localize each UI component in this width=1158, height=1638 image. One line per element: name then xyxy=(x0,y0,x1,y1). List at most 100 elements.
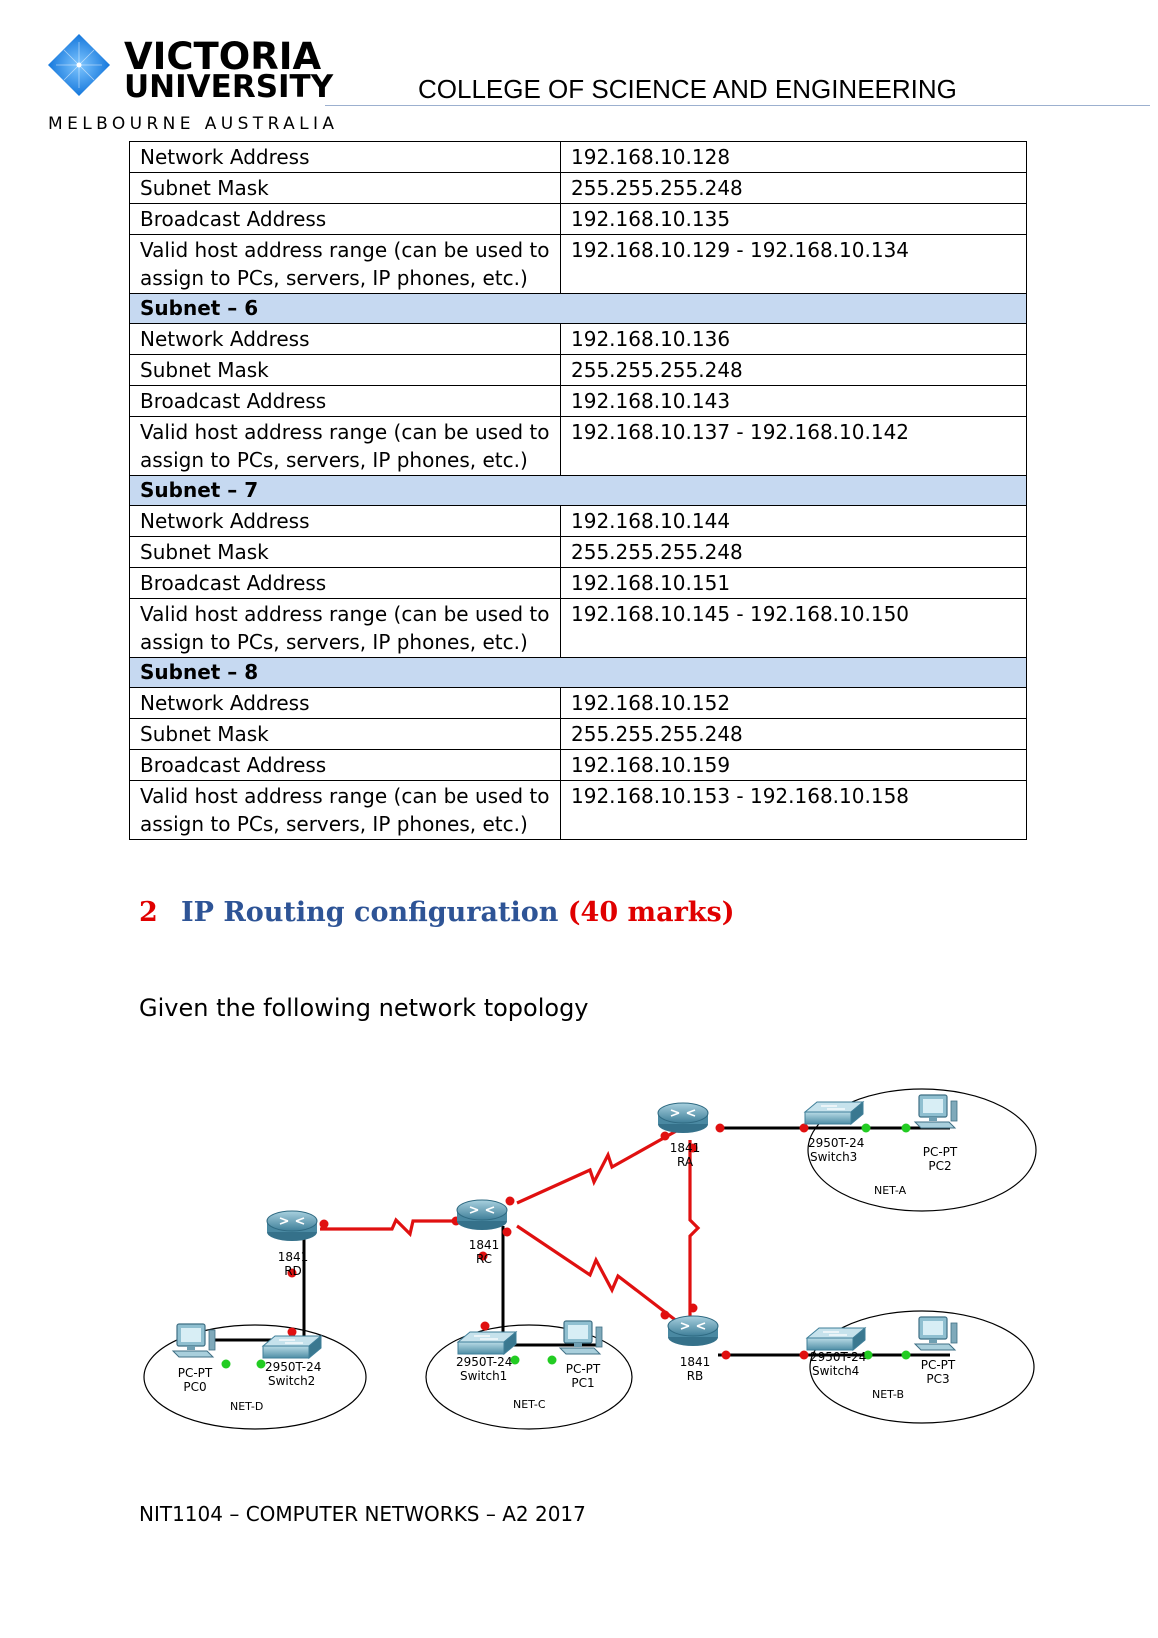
section-marks: (40 marks) xyxy=(567,897,735,928)
row-label: Subnet Mask xyxy=(129,718,561,750)
pc3-model: PC-PT xyxy=(921,1358,956,1372)
router-rd-name: RD xyxy=(284,1264,302,1278)
switch3-model: 2950T-24 xyxy=(808,1136,864,1150)
router-icon xyxy=(456,1199,508,1231)
table-row: Valid host address range (can be used to… xyxy=(129,598,1027,658)
row-value: 192.168.10.128 xyxy=(560,141,1027,173)
net-d-label: NET-D xyxy=(230,1400,263,1413)
switch-icon xyxy=(806,1327,866,1351)
university-logo: VICTORIA UNIVERSITY MELBOURNE AUSTRALIA xyxy=(46,30,336,135)
router-icon xyxy=(657,1102,709,1134)
subnet-heading: Subnet – 6 xyxy=(129,293,1027,324)
router-ra-name: RA xyxy=(677,1155,694,1169)
subnet-heading-row: Subnet – 6 xyxy=(129,293,1027,324)
row-value: 192.168.10.143 xyxy=(560,385,1027,417)
router-rb[interactable]: 1841 RB xyxy=(667,1315,719,1383)
pc1-model: PC-PT xyxy=(566,1362,601,1376)
row-label: Subnet Mask xyxy=(129,354,561,386)
pc3[interactable]: PC-PT PC3 xyxy=(914,1316,958,1386)
router-ra[interactable]: 1841 RA xyxy=(657,1102,709,1169)
pc2-name: PC2 xyxy=(928,1159,951,1173)
row-label: Valid host address range (can be used to… xyxy=(129,598,561,658)
row-label: Broadcast Address xyxy=(129,749,561,781)
row-value: 255.255.255.248 xyxy=(560,354,1027,386)
row-value: 192.168.10.129 - 192.168.10.134 xyxy=(560,234,1027,294)
switch3-name: Switch3 xyxy=(810,1150,857,1164)
net-b-ellipse xyxy=(809,1310,1035,1424)
net-a-label: NET-A xyxy=(874,1184,907,1197)
router-rb-model: 1841 xyxy=(680,1355,711,1369)
switch4-name: Switch4 xyxy=(812,1364,859,1378)
subnet-heading: Subnet – 8 xyxy=(129,657,1027,688)
table-row: Valid host address range (can be used to… xyxy=(129,780,1027,840)
port-indicators xyxy=(221,1123,911,1369)
row-label: Network Address xyxy=(129,323,561,355)
net-b-label: NET-B xyxy=(872,1388,904,1401)
router-rd-model: 1841 xyxy=(278,1250,309,1264)
row-label: Network Address xyxy=(129,687,561,719)
row-value: 192.168.10.151 xyxy=(560,567,1027,599)
intro-text: Given the following network topology xyxy=(139,994,589,1022)
switch-icon xyxy=(262,1335,322,1359)
pc0-model: PC-PT xyxy=(178,1366,213,1380)
router-rd[interactable]: 1841 RD xyxy=(266,1210,318,1278)
row-value: 192.168.10.137 - 192.168.10.142 xyxy=(560,416,1027,476)
row-value: 192.168.10.159 xyxy=(560,749,1027,781)
row-label: Valid host address range (can be used to… xyxy=(129,234,561,294)
college-title: COLLEGE OF SCIENCE AND ENGINEERING xyxy=(418,74,957,104)
logo-word-victoria: VICTORIA xyxy=(124,35,322,78)
switch4-model: 2950T-24 xyxy=(810,1350,866,1364)
switch1[interactable]: 2950T-24 Switch1 xyxy=(456,1331,517,1383)
switch3[interactable]: 2950T-24 Switch3 xyxy=(804,1101,864,1164)
switch2-model: 2950T-24 xyxy=(265,1360,321,1374)
pc-icon xyxy=(914,1316,958,1351)
router-rc[interactable]: 1841 RC xyxy=(456,1199,508,1266)
serial-links xyxy=(320,1128,701,1324)
switch2[interactable]: 2950T-24 Switch2 xyxy=(262,1335,322,1388)
logo-subtitle: MELBOURNE AUSTRALIA xyxy=(48,114,339,134)
row-value: 255.255.255.248 xyxy=(560,718,1027,750)
pc0[interactable]: PC-PT PC0 xyxy=(172,1323,216,1394)
subnet-heading: Subnet – 7 xyxy=(129,475,1027,506)
table-row: Valid host address range (can be used to… xyxy=(129,416,1027,476)
pc3-name: PC3 xyxy=(926,1372,949,1386)
row-value: 192.168.10.152 xyxy=(560,687,1027,719)
page-footer: NIT1104 – COMPUTER NETWORKS – A2 2017 xyxy=(139,1502,586,1526)
pc2[interactable]: PC-PT PC2 xyxy=(914,1094,958,1173)
net-a-ellipse xyxy=(807,1088,1037,1212)
network-topology-diagram: 1841 RA 1841 RB 1841 RC 1841 RD 2950T-24… xyxy=(143,1088,1037,1430)
row-value: 192.168.10.144 xyxy=(560,505,1027,537)
switch1-name: Switch1 xyxy=(460,1369,507,1383)
section-number: 2 xyxy=(139,897,158,928)
table-row: Valid host address range (can be used to… xyxy=(129,234,1027,294)
row-value: 255.255.255.248 xyxy=(560,172,1027,204)
switch2-name: Switch2 xyxy=(268,1374,315,1388)
row-value: 192.168.10.135 xyxy=(560,203,1027,235)
subnet-heading-row: Subnet – 7 xyxy=(129,475,1027,506)
row-value: 192.168.10.136 xyxy=(560,323,1027,355)
router-icon xyxy=(266,1210,318,1242)
row-label: Network Address xyxy=(129,141,561,173)
row-label: Valid host address range (can be used to… xyxy=(129,416,561,476)
pc1[interactable]: PC-PT PC1 xyxy=(559,1320,603,1390)
pc2-model: PC-PT xyxy=(923,1145,958,1159)
row-label: Valid host address range (can be used to… xyxy=(129,780,561,840)
switch4[interactable]: 2950T-24 Switch4 xyxy=(806,1327,866,1378)
row-label: Broadcast Address xyxy=(129,567,561,599)
router-ra-model: 1841 xyxy=(670,1141,701,1155)
row-value: 192.168.10.145 - 192.168.10.150 xyxy=(560,598,1027,658)
row-label: Subnet Mask xyxy=(129,536,561,568)
router-rc-name: RC xyxy=(476,1252,492,1266)
row-value: 255.255.255.248 xyxy=(560,536,1027,568)
logo-word-university: UNIVERSITY xyxy=(124,69,334,105)
